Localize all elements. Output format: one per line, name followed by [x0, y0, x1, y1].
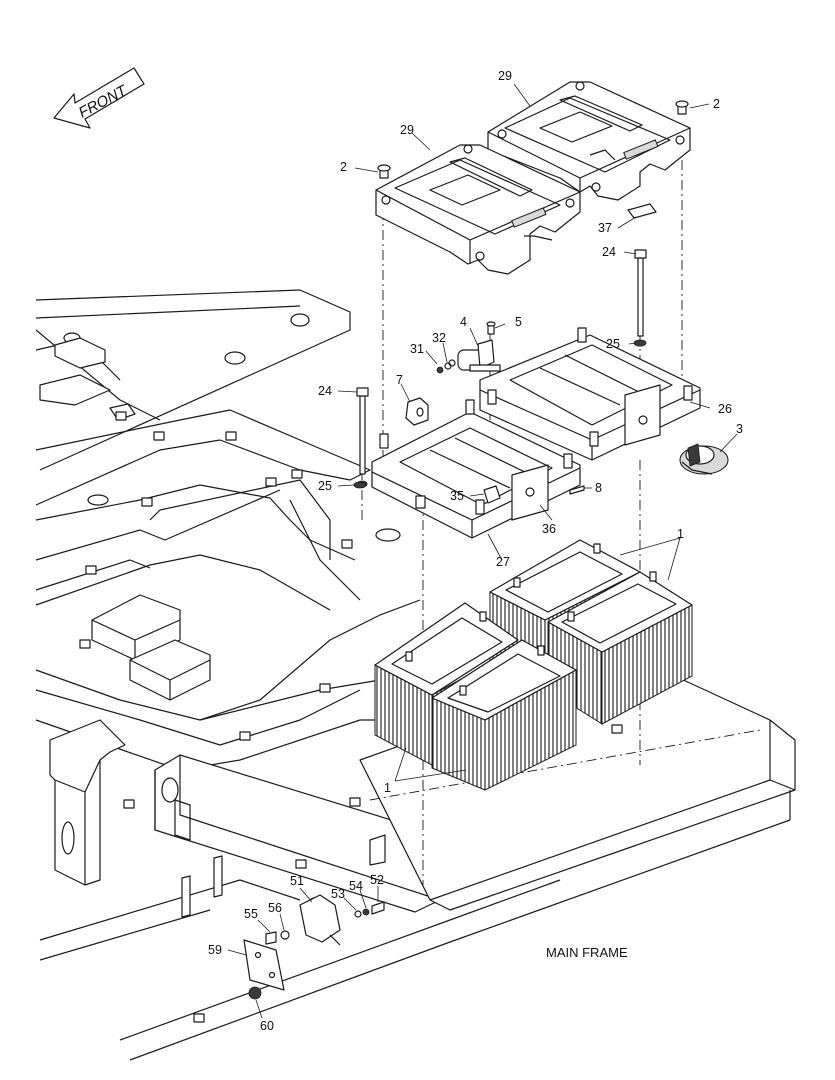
battery-relay	[448, 339, 501, 372]
battery-front-right	[431, 639, 577, 791]
callout-1: 1	[677, 527, 684, 541]
callout-32: 32	[432, 331, 446, 345]
callout-52: 52	[370, 873, 384, 887]
callout-59: 59	[208, 943, 222, 957]
callout-53: 53	[331, 887, 345, 901]
callout-37: 37	[598, 221, 612, 235]
battery-cover-front	[375, 144, 657, 275]
alarm-unit	[299, 894, 341, 946]
bolt-52	[371, 901, 385, 915]
battery-tray-front	[371, 399, 581, 539]
callout-25: 25	[318, 479, 332, 493]
callout-54: 54	[349, 879, 363, 893]
cover-knob-right	[675, 100, 689, 115]
callout-29: 29	[498, 69, 512, 83]
callout-3: 3	[736, 422, 743, 436]
disconnect-switch	[679, 443, 729, 475]
callout-24: 24	[602, 245, 616, 259]
main-frame	[35, 289, 796, 1061]
callout-2: 2	[713, 97, 720, 111]
cable-clamp	[483, 485, 501, 504]
callout-55: 55	[244, 907, 258, 921]
front-direction-arrow: FRONT	[53, 67, 145, 129]
callout-5: 5	[515, 315, 522, 329]
washer-56	[280, 930, 290, 940]
battery-cover-rear	[487, 81, 691, 201]
nut	[436, 366, 444, 374]
callout-51: 51	[290, 874, 304, 888]
callout-60: 60	[260, 1019, 274, 1033]
relay-bolt	[486, 321, 496, 335]
callout-26: 26	[718, 402, 732, 416]
battery-tray-rear	[479, 327, 701, 461]
callout-1: 1	[384, 781, 391, 795]
lock-washer	[444, 362, 452, 370]
callout-29: 29	[400, 123, 414, 137]
callout-8: 8	[595, 481, 602, 495]
washer-54	[362, 908, 370, 916]
callout-25: 25	[606, 337, 620, 351]
screw	[569, 485, 585, 495]
bolt-60	[248, 986, 262, 1000]
callout-27: 27	[496, 555, 510, 569]
callout-labels: 29 29 2 2 37 24 24 5 4 32 31 25 25 7 26 …	[208, 69, 743, 1033]
callout-4: 4	[460, 315, 467, 329]
callout-2: 2	[340, 160, 347, 174]
callout-31: 31	[410, 342, 424, 356]
cover-knob-left	[377, 164, 391, 179]
bolt-55	[265, 931, 277, 945]
callout-7: 7	[396, 373, 403, 387]
mounting-bracket	[243, 939, 285, 991]
leader-lines	[227, 83, 738, 1019]
main-frame-label: MAIN FRAME	[546, 945, 628, 960]
clamp-bracket	[405, 397, 429, 426]
long-bolt-right	[634, 249, 647, 347]
callout-35: 35	[450, 489, 464, 503]
callout-56: 56	[268, 901, 282, 915]
nut-53	[354, 910, 362, 918]
washer-left	[353, 481, 367, 489]
callout-36: 36	[542, 522, 556, 536]
callout-24: 24	[318, 384, 332, 398]
